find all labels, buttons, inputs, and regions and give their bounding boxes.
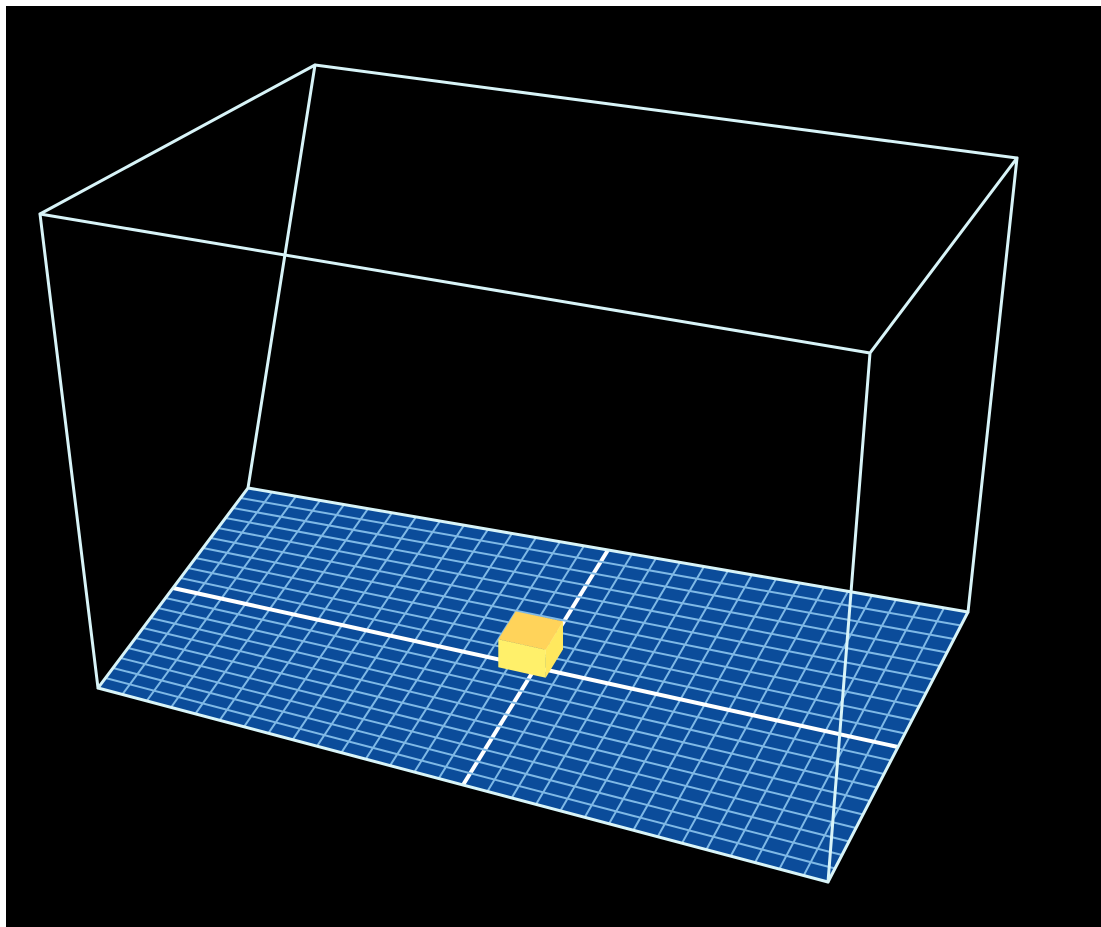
floor-plane xyxy=(98,488,968,882)
wireframe-edge xyxy=(826,610,970,884)
grid-line xyxy=(210,537,934,681)
floor-grid xyxy=(97,487,969,883)
wireframe-edge xyxy=(826,351,872,884)
block-front-face xyxy=(498,639,546,678)
grid-line xyxy=(105,677,836,870)
grid-line xyxy=(165,597,892,762)
grid-line xyxy=(217,527,941,667)
grid-line xyxy=(240,497,962,627)
bounding-box-wireframe xyxy=(38,63,1019,884)
grid-line xyxy=(135,637,864,816)
wireframe-edge xyxy=(246,63,317,490)
wireframe-edge xyxy=(868,156,1019,355)
wireframe-edge xyxy=(38,63,317,216)
wireframe-edge xyxy=(313,63,1019,160)
wireframe-edge xyxy=(246,486,970,614)
falling-block xyxy=(498,611,563,678)
block-side-face xyxy=(545,621,563,678)
wireframe-edge xyxy=(38,212,100,690)
wireframe-edge xyxy=(38,212,872,355)
block-top-face xyxy=(498,611,563,650)
grid-line xyxy=(120,657,850,843)
grid-line xyxy=(225,517,948,654)
wireframe-edge xyxy=(96,686,830,884)
grid-line xyxy=(150,617,878,789)
wireframe-edge xyxy=(96,486,250,690)
grid-line xyxy=(202,547,927,694)
grid-line xyxy=(127,647,857,829)
grid-line xyxy=(142,627,871,802)
grid-line xyxy=(157,607,885,775)
grid-line xyxy=(112,667,843,856)
grid-line xyxy=(232,507,955,640)
wireframe-edge xyxy=(966,156,1019,614)
